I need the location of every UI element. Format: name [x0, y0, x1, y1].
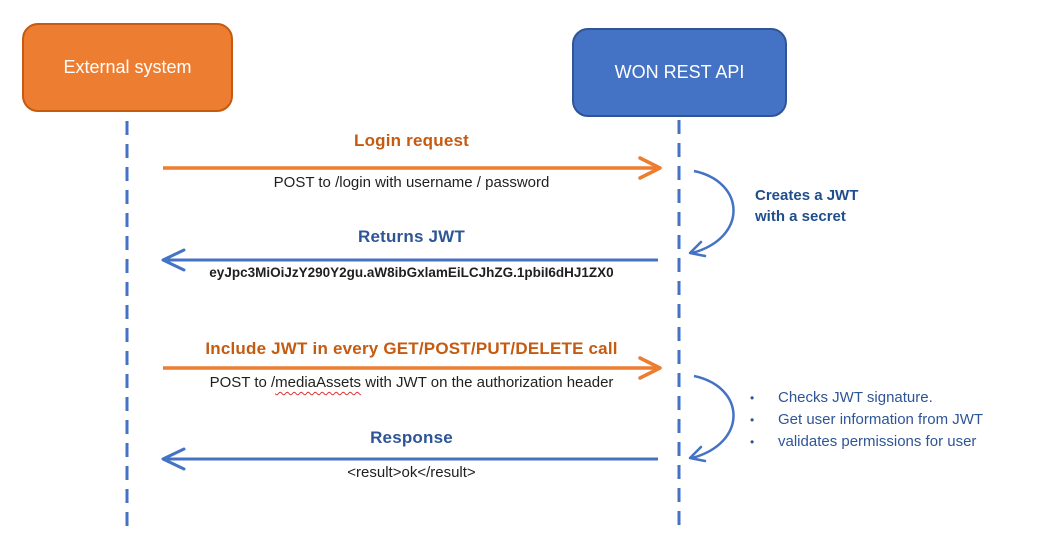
bullet-icon: •: [750, 435, 755, 449]
bullet-item: • Checks JWT signature.: [750, 387, 983, 409]
note-creates-jwt: Creates a JWT with a secret: [755, 185, 858, 227]
self-loop-checks-jwt: [688, 374, 735, 463]
bullet-text: Checks JWT signature.: [778, 389, 933, 406]
bullet-item: • validates permissions for user: [750, 431, 983, 453]
subtitle-suffix: with JWT on the authorization header: [361, 374, 614, 391]
message-login-request-title: Login request: [354, 131, 469, 150]
bullet-text: Get user information from JWT: [778, 411, 984, 428]
message-response-subtitle: <result>ok</result>: [347, 464, 476, 481]
message-include-jwt-subtitle: POST to /mediaAssets with JWT on the aut…: [163, 374, 660, 391]
subtitle-prefix: POST to /: [209, 374, 276, 391]
arrow-returns-jwt: [161, 248, 658, 272]
bullet-icon: •: [750, 413, 755, 427]
note-line-2: with a secret: [755, 208, 846, 225]
bullet-item: • Get user information from JWT: [750, 409, 983, 431]
note-line-1: Creates a JWT: [755, 187, 859, 204]
arrow-response: [161, 447, 658, 471]
bullet-icon: •: [750, 391, 755, 405]
self-loop-creates-jwt: [688, 169, 735, 258]
message-include-jwt-title: Include JWT in every GET/POST/PUT/DELETE…: [205, 339, 618, 358]
message-login-request-subtitle: POST to /login with username / password: [273, 174, 550, 191]
actor-external-system-label: External system: [63, 57, 192, 77]
actor-won-rest-api: WON REST API: [572, 28, 787, 117]
actor-external-system: External system: [22, 23, 233, 112]
message-returns-jwt-token: eyJpc3MiOiJzY290Y2gu.aW8ibGxlamEiLCJhZG.…: [209, 265, 614, 280]
arrow-login-request: [163, 156, 662, 180]
bullet-text: validates permissions for user: [778, 433, 977, 450]
message-response-title: Response: [370, 428, 453, 447]
subtitle-spellcheck-word: mediaAssets: [275, 374, 362, 391]
arrow-include-jwt: [163, 356, 662, 380]
note-jwt-checks: • Checks JWT signature. • Get user infor…: [750, 387, 983, 453]
actor-won-rest-api-label: WON REST API: [614, 62, 745, 82]
message-returns-jwt-title: Returns JWT: [357, 227, 466, 246]
